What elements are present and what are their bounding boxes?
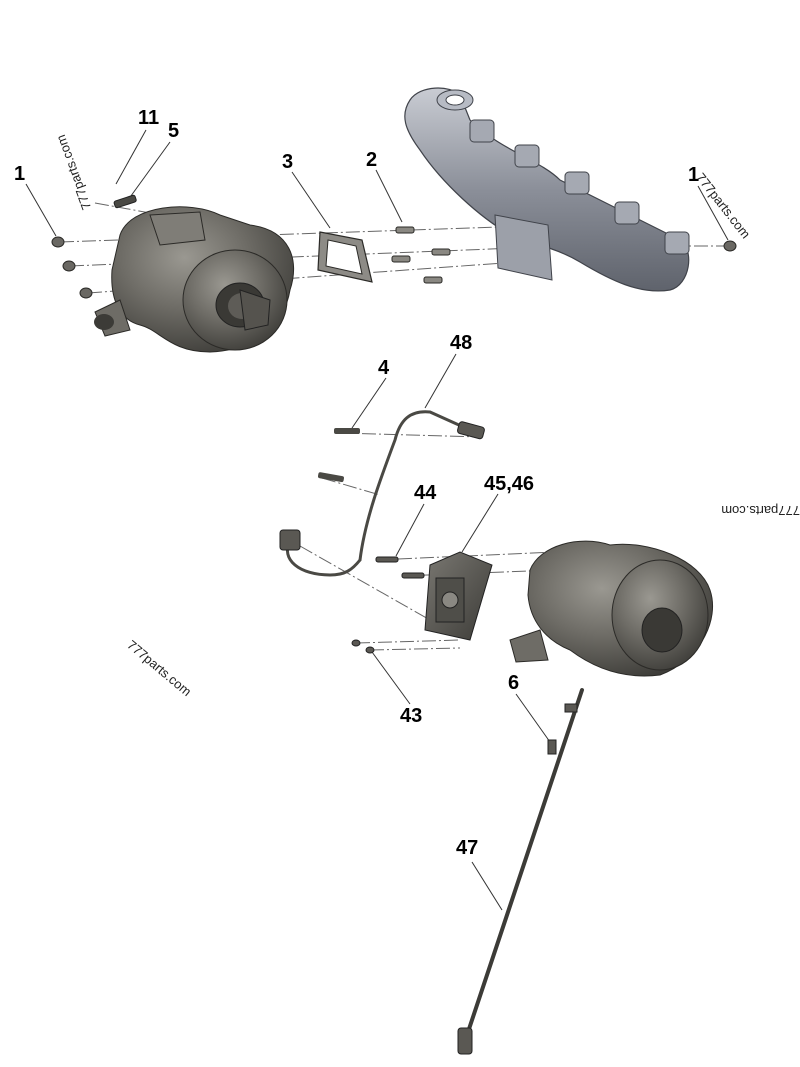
callout-6: 6	[508, 672, 520, 694]
callout-3: 3	[282, 151, 294, 173]
clip-4b	[317, 472, 344, 483]
connector-left	[279, 529, 301, 551]
actuator-rod	[457, 688, 584, 1055]
callout-1-right: 1	[688, 164, 700, 186]
callout-5: 5	[168, 120, 180, 142]
clip-part-5	[113, 194, 137, 209]
connector-48	[457, 421, 485, 440]
turbocharger-top	[94, 206, 295, 353]
turbocharger-bottom	[509, 540, 714, 677]
gasket	[317, 231, 373, 283]
callout-48: 48	[450, 332, 473, 354]
leader-lines-bottom	[351, 353, 551, 911]
callout-47: 47	[456, 837, 479, 859]
nuts-left	[51, 236, 93, 299]
bolts	[351, 556, 425, 654]
callout-44: 44	[414, 482, 437, 504]
watermark-mid-right: 777parts.com	[721, 503, 800, 518]
callout-43: 43	[400, 705, 423, 727]
studs	[391, 226, 451, 284]
callout-4: 4	[378, 357, 390, 379]
callout-2: 2	[366, 149, 378, 171]
callout-11: 11	[138, 107, 160, 129]
callout-1-left: 1	[14, 163, 26, 185]
sensor-harness	[286, 410, 472, 577]
clip-4a	[334, 428, 360, 434]
leader-lines-top	[25, 129, 729, 241]
actuator	[424, 551, 493, 641]
exhaust-manifold	[404, 87, 690, 292]
callout-45-46: 45,46	[484, 473, 535, 495]
nut-right	[723, 240, 737, 252]
